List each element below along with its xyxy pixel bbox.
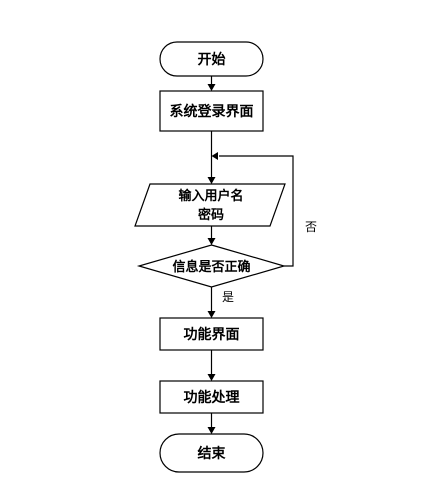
arrowhead bbox=[207, 238, 216, 245]
arrowhead bbox=[207, 427, 216, 434]
login-shape bbox=[159, 90, 264, 132]
no-label: 否 bbox=[305, 220, 317, 234]
start-node: 开始 bbox=[159, 41, 264, 77]
arrow-input-to-decision bbox=[207, 226, 216, 245]
arrowhead bbox=[207, 311, 216, 318]
decision-node: 信息是否正确 bbox=[136, 244, 287, 288]
end-shape bbox=[159, 433, 264, 473]
no-branch-loop: 否 bbox=[211, 152, 317, 267]
login-node: 系统登录界面 bbox=[159, 90, 264, 132]
function-ui-label: 功能界面 bbox=[184, 326, 240, 343]
arrow-login-to-input bbox=[207, 131, 216, 184]
function-ui-node: 功能界面 bbox=[159, 317, 264, 351]
loop-connector-line bbox=[219, 155, 294, 267]
arrow-ui-to-proc bbox=[207, 350, 216, 381]
arrow-proc-to-end bbox=[207, 413, 216, 434]
arrow-start-to-login bbox=[207, 76, 216, 91]
arrowhead bbox=[211, 152, 218, 160]
yes-label: 是 bbox=[222, 290, 234, 304]
arrowhead bbox=[207, 374, 216, 381]
function-proc-shape bbox=[159, 380, 264, 414]
start-label: 开始 bbox=[198, 51, 226, 68]
end-node: 结束 bbox=[159, 433, 264, 473]
arrowhead bbox=[207, 84, 216, 91]
login-label: 系统登录界面 bbox=[170, 103, 254, 120]
decision-label: 信息是否正确 bbox=[172, 259, 250, 275]
input-node: 输入用户名 密码 bbox=[134, 183, 286, 227]
function-ui-shape bbox=[159, 317, 264, 351]
arrowhead bbox=[207, 177, 216, 184]
end-label: 结束 bbox=[198, 445, 227, 462]
function-proc-label: 功能处理 bbox=[184, 389, 240, 406]
yes-branch: 是 bbox=[207, 287, 234, 318]
input-shape bbox=[134, 183, 286, 227]
input-label-line2: 密码 bbox=[197, 207, 224, 223]
input-label-line1: 输入用户名 bbox=[178, 188, 243, 204]
function-proc-node: 功能处理 bbox=[159, 380, 264, 414]
